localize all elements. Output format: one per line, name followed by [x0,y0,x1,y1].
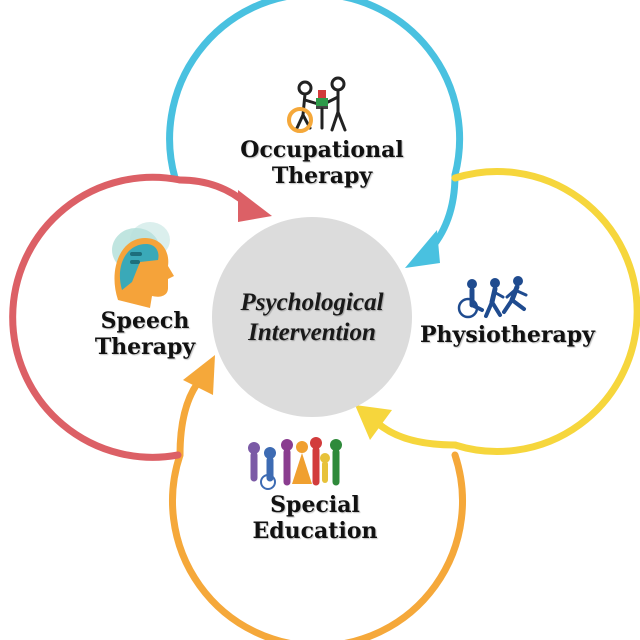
special-education-ring [169,355,466,640]
physiotherapy-ring [355,168,640,455]
speech-therapy-line-1: Speech [100,308,190,334]
head-profile-speaking-icon [112,222,174,308]
speech-therapy-label: Speech Therapy [80,308,210,360]
physiotherapy-label: Physiotherapy [420,322,595,348]
center-title-line-1: Psychological [240,289,384,316]
occupational-therapy-label: Occupational Therapy [222,137,422,189]
diverse-group-of-people-icon [248,437,342,490]
occupational-arrowhead [405,230,440,268]
special-education-arrowhead [183,355,215,395]
occupational-therapy-line-2: Therapy [271,163,373,189]
physiotherapy-arrowhead [355,405,392,440]
special-education-label: Special Education [215,492,415,544]
physiotherapy-line-1: Physiotherapy [420,322,595,348]
speech-therapy-arrowhead [238,190,272,222]
speech-therapy-line-2: Therapy [94,334,196,360]
occupational-therapy-line-1: Occupational [240,137,404,163]
therapist-assisting-wheelchair-user-icon [287,76,347,133]
center-title-line-2: Intervention [248,319,376,346]
occupational-ring [166,0,464,268]
wheelchair-walking-running-figures-icon [457,276,528,319]
center-circle [212,217,412,417]
special-education-line-1: Special [270,492,360,518]
speech-therapy-ring [9,173,272,461]
special-education-line-2: Education [252,518,378,544]
center-title: Psychological Intervention [212,288,412,348]
